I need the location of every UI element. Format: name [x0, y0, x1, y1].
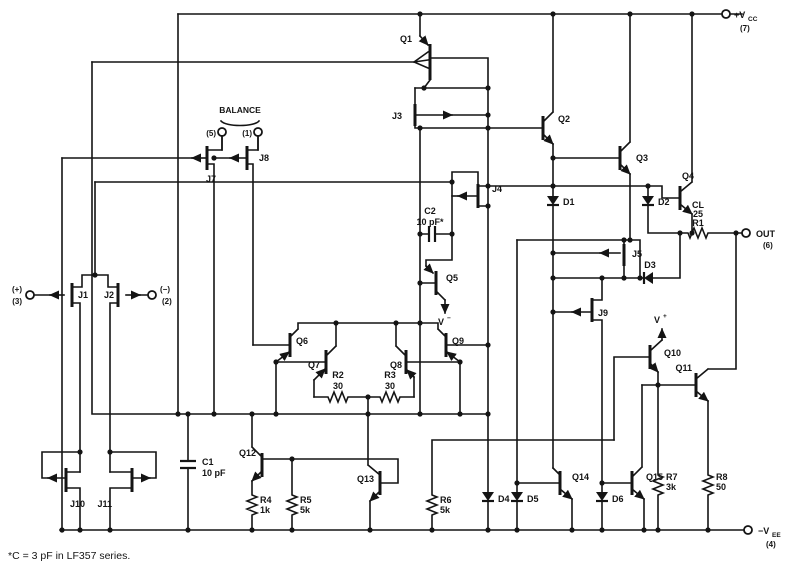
v-minus-sup: −: [447, 315, 451, 322]
j7-label: J7: [206, 174, 216, 184]
balance-title: BALANCE: [219, 105, 261, 115]
d5-label: D5: [527, 494, 539, 504]
vcc-terminal: [721, 9, 731, 19]
in-minus-terminal: [147, 290, 157, 300]
diodes: [482, 196, 654, 503]
q15-label: Q15: [646, 472, 663, 482]
r7-value: 3k: [666, 482, 677, 492]
r6-name: R6: [440, 495, 452, 505]
r3-value: 30: [385, 381, 395, 391]
in-minus-label: (−): [160, 285, 170, 294]
d2-label: D2: [658, 197, 670, 207]
device-bars: [64, 44, 698, 495]
balance-1-pin: (1): [242, 129, 252, 138]
vee-pin: (4): [766, 540, 776, 549]
vcc-label: +V: [734, 10, 745, 20]
capacitor-plates: [180, 226, 437, 470]
d6-label: D6: [612, 494, 624, 504]
c1-name: C1: [202, 457, 214, 467]
j1-label: J1: [78, 290, 88, 300]
out-terminal: [741, 228, 751, 238]
vcc-sub: CC: [748, 16, 758, 23]
c1-cap: [180, 459, 196, 470]
q7-label: Q7: [308, 360, 320, 370]
j4-label: J4: [492, 184, 502, 194]
in-plus-pin: (3): [12, 297, 22, 306]
junction-dots: [59, 11, 739, 533]
d4-diode: [482, 492, 494, 503]
r7-name: R7: [666, 472, 678, 482]
r1-line2: 25: [693, 209, 703, 219]
d1-label: D1: [563, 197, 575, 207]
balance-bracket: [219, 119, 261, 127]
q3-label: Q3: [636, 153, 648, 163]
q14-label: Q14: [572, 472, 589, 482]
balance-5-pin: (5): [206, 129, 216, 138]
in-minus-pin: (2): [162, 297, 172, 306]
footnote: *C = 3 pF in LF357 series.: [8, 550, 130, 562]
r4-value: 1k: [260, 505, 271, 515]
r5-name: R5: [300, 495, 312, 505]
out-label: OUT: [756, 229, 776, 239]
r1-line1: CL: [692, 200, 704, 210]
v-plus-sup: +: [663, 313, 667, 320]
in-plus-label: (+): [12, 285, 22, 294]
r2-name: R2: [332, 370, 344, 380]
d5-diode: [511, 492, 523, 503]
r1-line3: R1: [692, 218, 704, 228]
r3-name: R3: [384, 370, 396, 380]
q5-label: Q5: [446, 273, 458, 283]
vee-label: −V: [758, 526, 769, 536]
q13-label: Q13: [357, 474, 374, 484]
d2-diode: [642, 196, 654, 207]
vcc-pin: (7): [740, 24, 750, 33]
r5-value: 5k: [300, 505, 311, 515]
c1-value: 10 pF: [202, 468, 226, 478]
q1-label: Q1: [400, 34, 412, 44]
d6-diode: [596, 492, 608, 503]
j9-label: J9: [598, 308, 608, 318]
terminals: [25, 9, 753, 535]
c2-value: 10 pF*: [416, 217, 444, 227]
j8-label: J8: [259, 153, 269, 163]
out-pin: (6): [763, 241, 773, 250]
r4-name: R4: [260, 495, 272, 505]
r2-value: 30: [333, 381, 343, 391]
vee-terminal: [743, 525, 753, 535]
v-minus-label: V: [438, 317, 444, 327]
j11-label: J11: [97, 499, 112, 509]
d1-diode: [547, 196, 559, 207]
balance-5-terminal: [217, 127, 227, 137]
d3-diode: [642, 272, 653, 284]
j5-label: J5: [632, 249, 642, 259]
j2-label: J2: [104, 290, 114, 300]
vee-sub: EE: [772, 532, 781, 539]
j3-label: J3: [392, 111, 402, 121]
r6-value: 5k: [440, 505, 451, 515]
balance-1-terminal: [253, 127, 263, 137]
labels: +V CC (7) OUT (6) −V EE (4) (+) (3) (−) …: [8, 10, 781, 562]
j10-label: J10: [70, 499, 85, 509]
r8-name: R8: [716, 472, 728, 482]
c2-cap: [427, 226, 437, 242]
d3-label: D3: [644, 260, 656, 270]
r8-value: 50: [716, 482, 726, 492]
v-plus-label: V: [654, 315, 660, 325]
q9-label: Q9: [452, 336, 464, 346]
q11-label: Q11: [675, 363, 692, 373]
q2-label: Q2: [558, 114, 570, 124]
d4-label: D4: [498, 494, 510, 504]
q6-label: Q6: [296, 336, 308, 346]
c2-name: C2: [424, 206, 436, 216]
q10-label: Q10: [664, 348, 681, 358]
q12-label: Q12: [239, 448, 256, 458]
in-plus-terminal: [25, 290, 35, 300]
q8-label: Q8: [390, 360, 402, 370]
circuit-wires: [33, 13, 745, 531]
q4-label: Q4: [682, 171, 694, 181]
